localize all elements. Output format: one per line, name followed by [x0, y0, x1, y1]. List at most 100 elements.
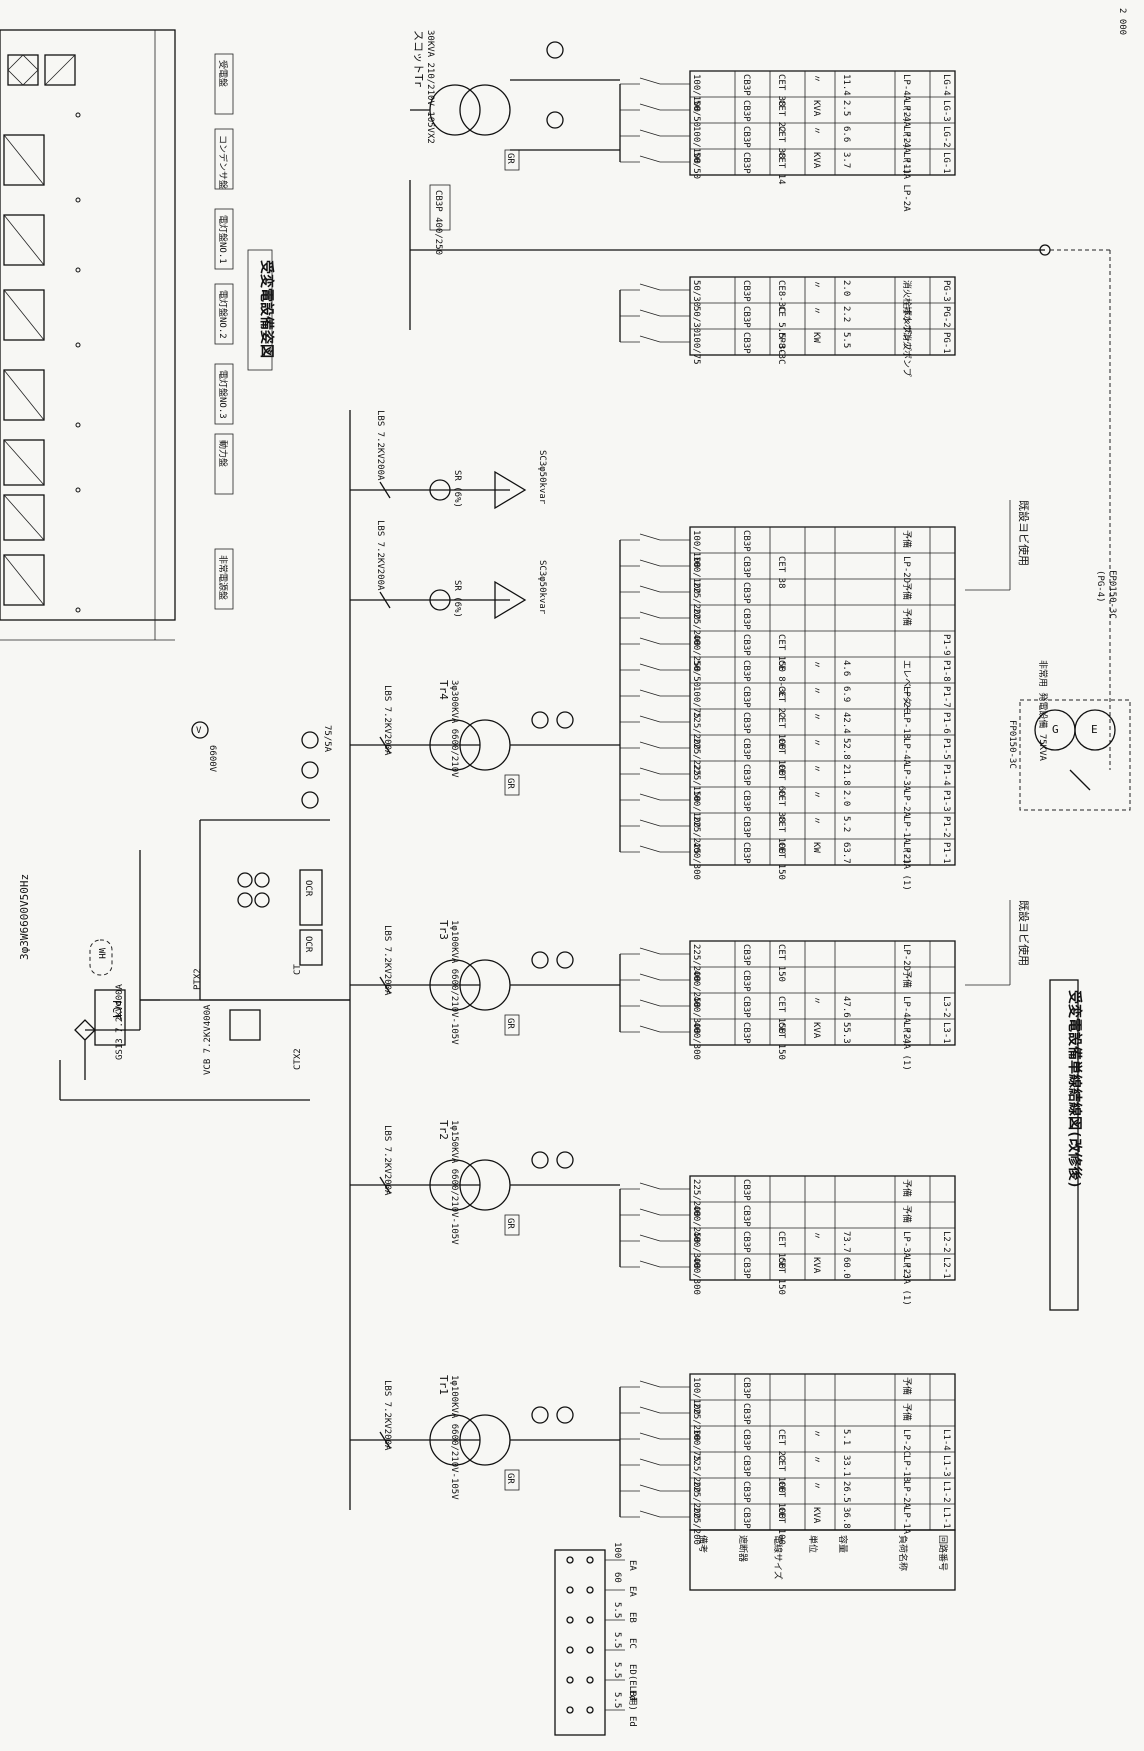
table-P1-r1-c6: 225/225: [691, 816, 701, 854]
table-L1-r3-c6: 100/75: [691, 1429, 701, 1462]
table-LG-r1-c2: 6.6: [841, 126, 851, 142]
cap-spec-0: SC3φ50kvar: [537, 450, 547, 505]
table-LG-r0-c4: CET 14: [776, 152, 786, 185]
panel-label-0: 受電盤: [217, 60, 229, 87]
volt-label: 6600V: [207, 745, 217, 773]
table-L2-r0-c4: CET 150: [776, 1257, 786, 1295]
table-P1-r6-c1: LP-2C: [901, 686, 911, 713]
table-P1-r3-c2: 21.8: [841, 764, 851, 786]
table-PG-r2-c1: 消火栓ポンプ: [901, 280, 913, 334]
table-P1-r1-c4: CET 100: [776, 816, 786, 854]
table-L3-r0-c5: CB3P: [741, 1022, 751, 1044]
table-header-4: 電線サイズ: [772, 1535, 784, 1580]
table-L1-r0-c5: CB3P: [741, 1507, 751, 1529]
table-L3-r1-c1: LP-4A (2): [901, 996, 911, 1045]
ground-label-3: EC: [627, 1638, 637, 1649]
table-P1-r7-c2: 4.6: [841, 660, 851, 676]
table-L3-r1-c5: CB3P: [741, 996, 751, 1018]
table-P1-r5-c5: CB3P: [741, 712, 751, 734]
table-LG-r0-c0: LG-1: [941, 152, 951, 174]
table-PG-r1-c5: CB3P: [741, 306, 751, 328]
table-P1-r5-c1: LP-1B: [901, 712, 911, 739]
tr-switch-2: LBS 7.2KV200A: [382, 925, 392, 996]
table-P1-r4-c4: CET 100: [776, 738, 786, 776]
table-P1-r2-c0: P1-3: [941, 790, 951, 812]
ground-value-1: 60: [612, 1572, 622, 1583]
table-LG-r0-c3: KVA: [811, 152, 821, 169]
table-P1-r9-c1: 予備: [901, 608, 913, 626]
pct-label: PCT: [110, 1000, 123, 1020]
table-L2-r1-c5: CB3P: [741, 1231, 751, 1253]
table-PG-r0-c1: 消火ポンプ: [901, 332, 913, 377]
table-P1-r8-c5: CB3P: [741, 634, 751, 656]
table-P1-r7-c6: 50/50: [691, 660, 701, 687]
table-P1-r6-c3: 〃: [811, 686, 821, 695]
table-L2-r0-c5: CB3P: [741, 1257, 751, 1279]
table-P1-r1-c0: P1-2: [941, 816, 951, 838]
tr-switch-3: LBS 7.2KV200A: [382, 685, 392, 756]
supply-label: 3φ3W6600V50Hz: [18, 874, 31, 960]
table-P1-r10-c5: CB3P: [741, 582, 751, 604]
table-L1-r0-c3: KVA: [811, 1507, 821, 1524]
tr-name-0: Tr1: [437, 1375, 450, 1395]
panel-label-1: コンデンサ盤: [217, 135, 229, 189]
svg-text:V: V: [196, 726, 202, 736]
table-L2-r0-c0: L2-1: [941, 1257, 951, 1279]
table-PG-r1-c0: PG-2: [941, 306, 951, 328]
table-P1-r0-c4: CET 150: [776, 842, 786, 880]
spare-note-2: 既設ヨビ使用: [1017, 900, 1031, 966]
table-L1-r0-c0: L1-1: [941, 1507, 951, 1529]
table-P1-r0-c1: LP-1A (1): [901, 842, 911, 891]
table-P1-r0-c0: P1-1: [941, 842, 951, 864]
table-L2-r0-c6: 400/300: [691, 1257, 701, 1295]
table-L1-r3-c1: LP-2C: [901, 1429, 911, 1456]
table-P1-r7-c0: P1-8: [941, 660, 951, 682]
generator-e: E: [1091, 723, 1098, 736]
generator-cable: FP0150-3C: [1007, 720, 1017, 769]
table-P1-r1-c5: CB3P: [741, 816, 751, 838]
table-P1-r2-c1: LP-2A: [901, 790, 911, 818]
ground-value-4: 5.5: [612, 1662, 622, 1678]
table-L2-r1-c3: 〃: [811, 1231, 821, 1240]
table-L1-r1-c5: CB3P: [741, 1481, 751, 1503]
tr-name-1: Tr2: [437, 1120, 450, 1140]
tr-name-2: Tr3: [437, 920, 450, 940]
table-PG: PG-1消火ポンプ5.5KWFP8-3CCB3P100/75PG-2排水ポンプ2…: [619, 276, 956, 377]
generator-circuit: (PG-4): [1095, 570, 1105, 603]
table-P1-r3-c1: LP-3A: [901, 764, 911, 792]
table-L1-r2-c0: L1-3: [941, 1455, 951, 1477]
table-P1-r5-c4: CET 100: [776, 712, 786, 750]
table-L2-r3-c1: 予備: [901, 1179, 913, 1197]
cap-switch-1: LBS 7.2KV200A: [375, 520, 385, 591]
tr-spec-1: 1φ150KVA 6600/210V-105V: [449, 1120, 459, 1245]
table-PG-r0-c2: 5.5: [841, 332, 851, 348]
table-LG-r3-c5: CB3P: [741, 74, 751, 96]
ground-label-4: ED(ELB用): [627, 1664, 638, 1711]
table-L1-r2-c2: 33.1: [841, 1455, 851, 1477]
elevation-view: [0, 29, 176, 641]
ocr-label-2: OCR: [303, 936, 313, 953]
scott-transformer-link: CB3P 400/250: [409, 180, 1111, 770]
table-P1-r2-c5: CB3P: [741, 790, 751, 812]
table-LG-r3-c6: 100/100: [691, 74, 701, 112]
table-P1-r12-c1: 予備: [901, 530, 913, 548]
table-PG-r1-c1: 排水ポンプ: [901, 306, 913, 351]
table-PG-r0-c0: PG-1: [941, 332, 951, 354]
generator-title: 非常用 発電設備 75KVA: [1037, 660, 1049, 762]
ct2-label: CT: [293, 964, 303, 975]
panel-label-4: 電灯盤NO.3: [217, 370, 229, 419]
table-P1-r0-c2: 63.7: [841, 842, 851, 864]
table-P1-r0-c6: 400/300: [691, 842, 701, 880]
generator-cable-2: FP0150-3C: [1107, 570, 1117, 619]
table-L2-r2-c1: 予備: [901, 1205, 913, 1223]
table-L1-r4-c6: 225/200: [691, 1403, 701, 1441]
table-L3-r3-c6: 225/200: [691, 944, 701, 982]
corner-scale: 2 000: [1117, 8, 1127, 35]
table-L1-r4-c1: 予備: [901, 1403, 913, 1421]
ground-label-0: EA: [627, 1560, 637, 1571]
